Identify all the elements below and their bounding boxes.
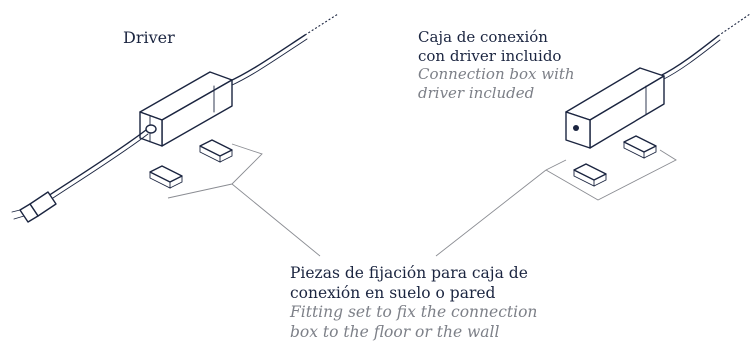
driver-label-text: Driver <box>123 28 175 47</box>
driver-output-cable-dashed <box>304 13 339 36</box>
fitting-set-label-en-1: Fitting set to fix the connection <box>290 303 538 321</box>
driver-input-cable-edge <box>49 133 149 201</box>
driver-input-cable <box>47 129 147 197</box>
connection-box-label-es-2: con driver incluido <box>418 46 562 65</box>
connection-box-label-en-2: driver included <box>418 83 535 102</box>
fitting-piece <box>623 135 657 153</box>
driver-unit <box>11 13 339 223</box>
fitting-piece <box>149 165 183 183</box>
box-port-icon <box>573 125 579 131</box>
fitting-set-label: Piezas de fijación para caja de conexión… <box>290 264 537 342</box>
fitting-set-label-en-2: box to the floor or the wall <box>290 322 500 341</box>
left-fittings-leader <box>231 183 321 257</box>
right-fittings-leader <box>435 169 547 257</box>
box-output-cable-dashed <box>717 13 751 37</box>
connection-box-unit <box>565 13 751 149</box>
driver-output-cable <box>227 34 306 83</box>
fitting-piece <box>573 163 607 181</box>
driver-label: Driver <box>123 28 175 47</box>
driver-output-cable-edge <box>229 38 308 87</box>
box-output-cable <box>659 35 719 77</box>
left-fittings-bracket <box>167 143 263 199</box>
box-output-cable-edge <box>661 39 721 81</box>
connection-box-label-es-1: Caja de conexión <box>418 28 548 46</box>
right-fittings-bracket <box>545 149 677 201</box>
fitting-set-label-es-2: conexión en suelo o pared <box>290 283 496 302</box>
driver-cable-gland <box>145 124 157 134</box>
right-fittings <box>573 135 657 187</box>
fitting-piece <box>199 139 233 157</box>
connection-box-label: Caja de conexión con driver incluido Con… <box>418 28 575 102</box>
connection-box-label-en-1: Connection box with <box>418 65 575 83</box>
plug-icon <box>11 191 57 223</box>
left-fittings <box>149 139 233 189</box>
fitting-set-label-es-1: Piezas de fijación para caja de <box>290 264 528 282</box>
